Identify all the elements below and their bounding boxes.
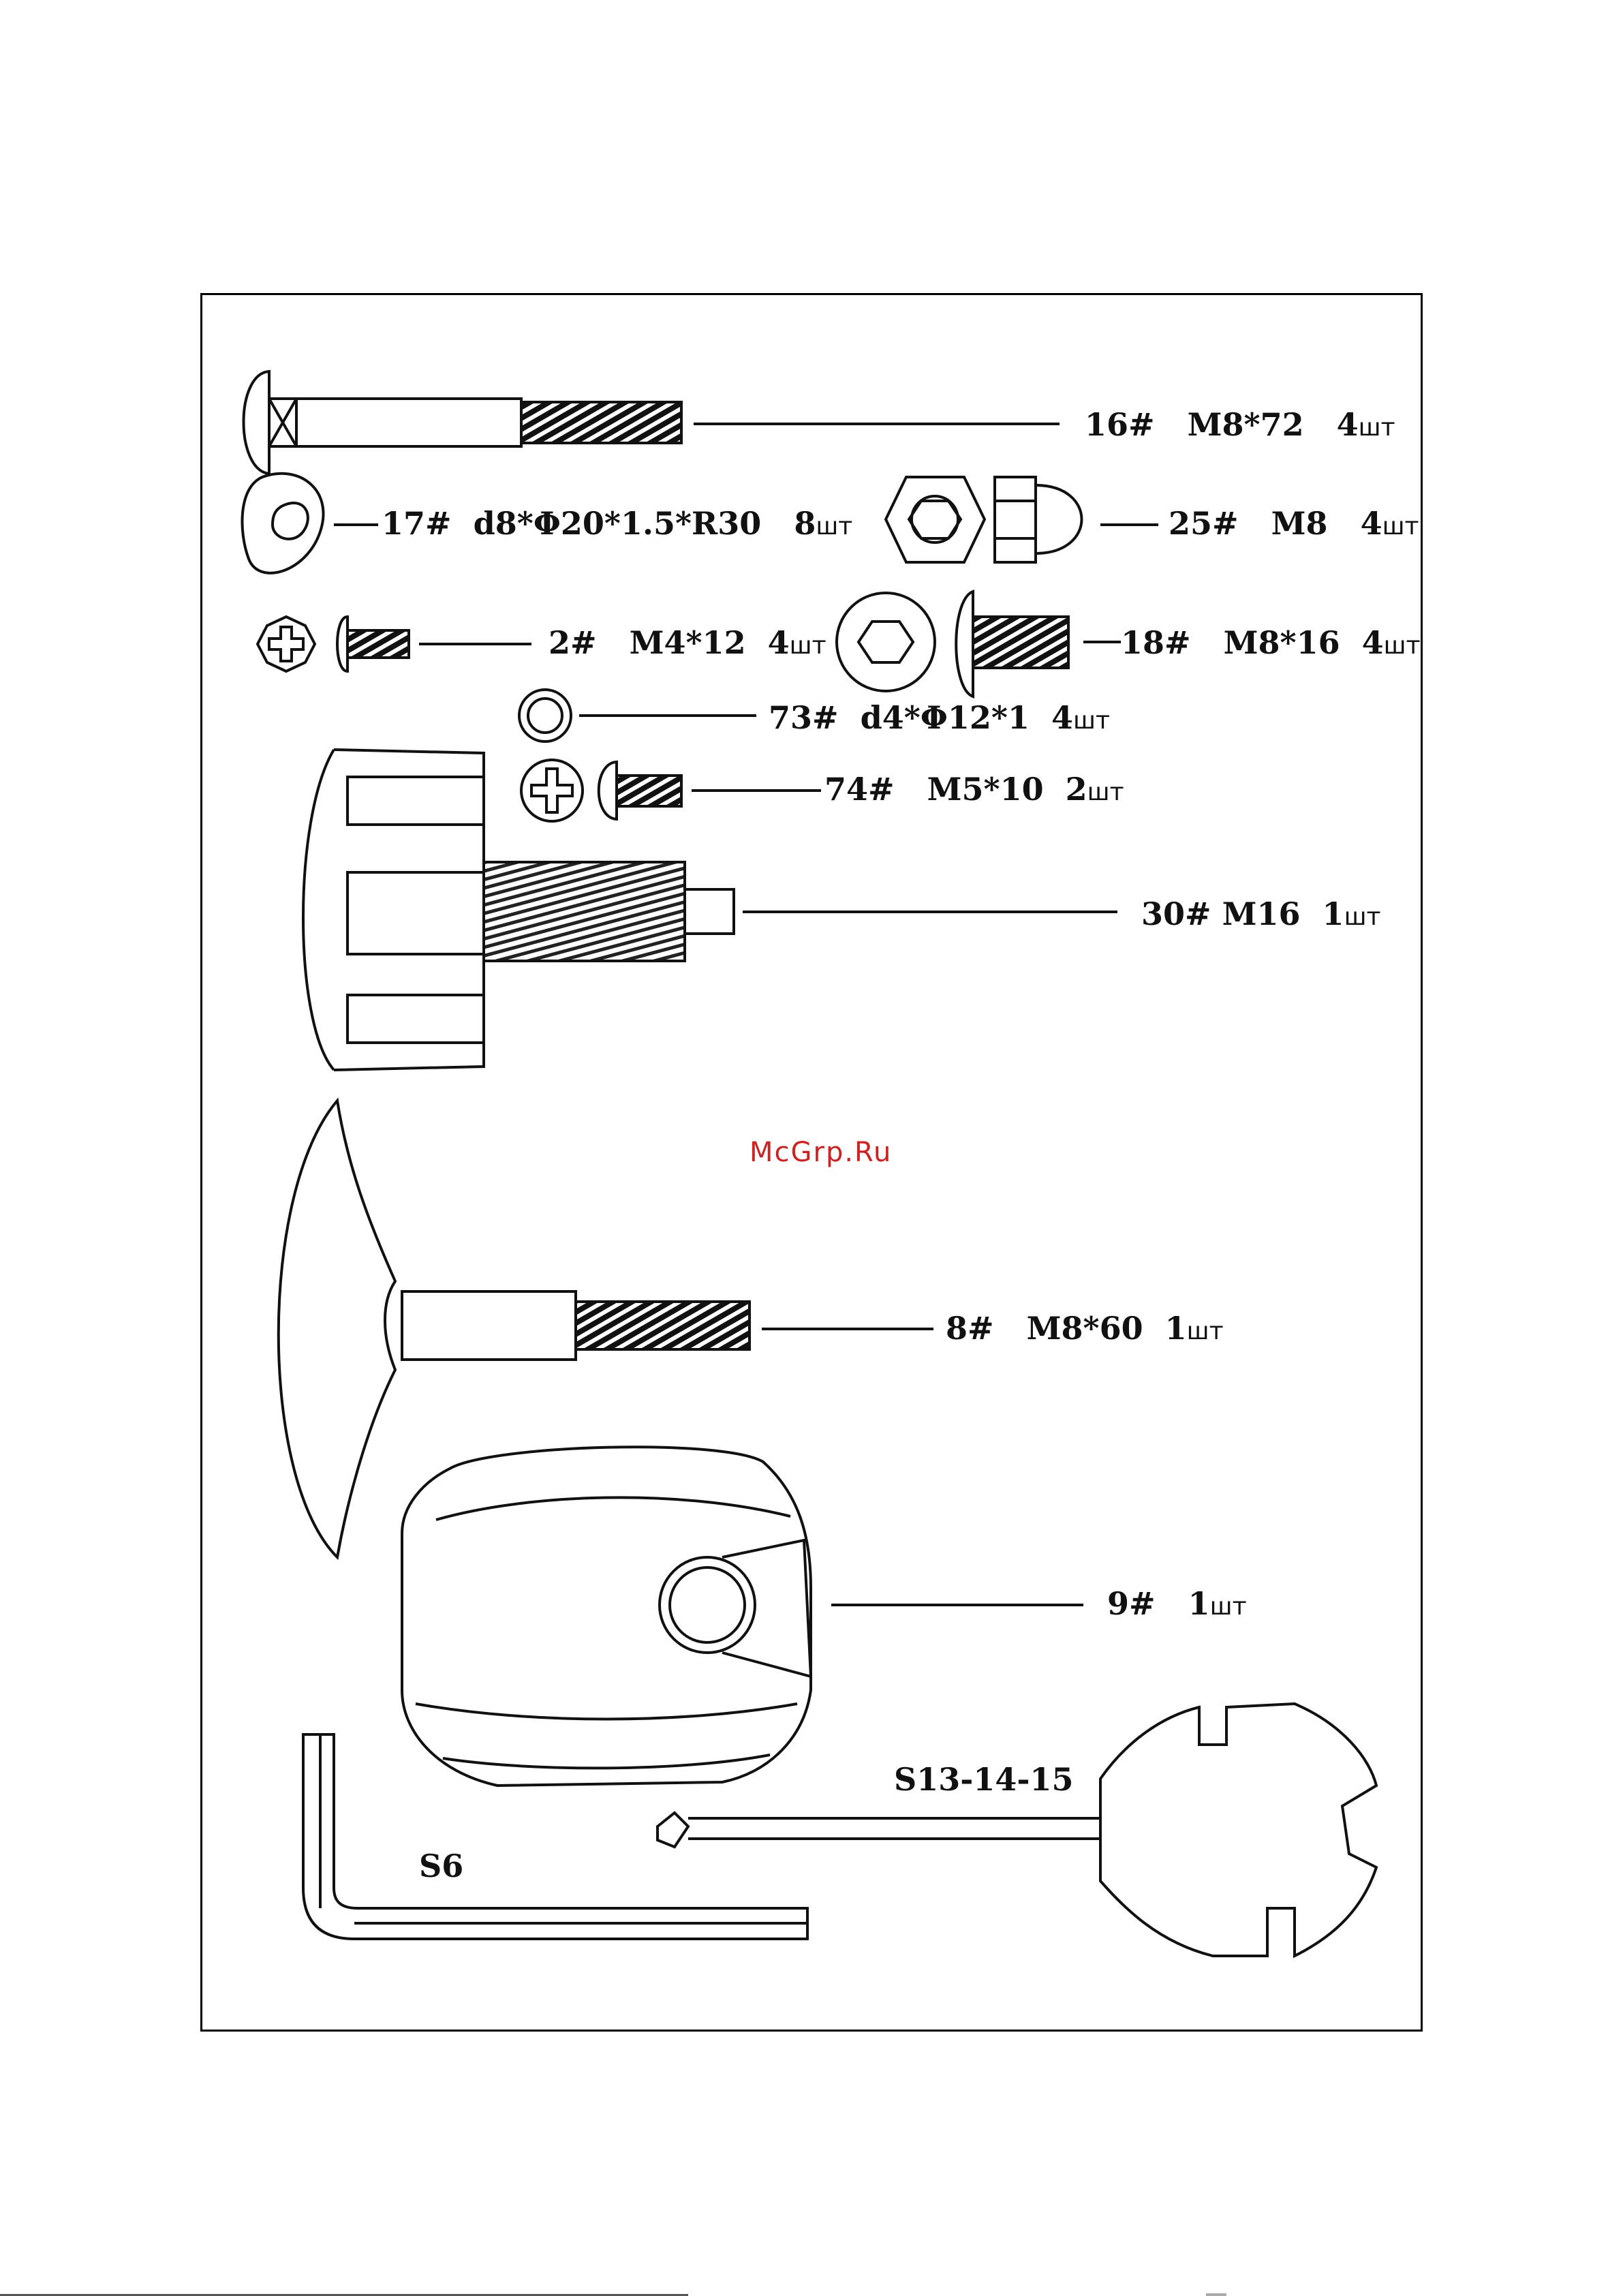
part-label-16: 16# M8*72 4шт (1085, 409, 1395, 440)
part-label-17: 17# d8*Φ20*1.5*R30 8шт (382, 508, 852, 539)
part-label-30: 30# M16 1шт (1141, 898, 1380, 930)
watermark: McGrp.Ru (749, 1137, 892, 1168)
part-label-25: 25# M8 4шт (1169, 508, 1419, 539)
carriage-bolt-16-icon (244, 371, 1060, 474)
hex-key-icon (303, 1734, 807, 1939)
washer-73-icon (519, 690, 756, 741)
part-label-8: 8# M8*60 1шт (946, 1313, 1224, 1344)
part-label-73: 73# d4*Φ12*1 4шт (769, 702, 1110, 733)
part-label-2: 2# M4*12 4шт (548, 627, 826, 658)
phillips-screw-74-icon (521, 760, 821, 821)
part-label-9: 9# 1шт (1107, 1588, 1247, 1619)
phillips-screw-2-icon (258, 617, 531, 671)
hex-nut-25-icon (886, 477, 1158, 562)
hex-key-label: S6 (419, 1850, 463, 1882)
curved-washer-17-icon (242, 474, 378, 573)
clamp-housing-9-icon (402, 1447, 1083, 1786)
part-label-74: 74# M5*10 2шт (824, 774, 1124, 805)
wrench-screwdriver-icon (658, 1704, 1376, 1956)
part-label-18: 18# M8*16 4шт (1121, 627, 1421, 658)
t-handle-bolt-8-icon (279, 1101, 933, 1557)
footer-mark (1206, 2293, 1226, 2296)
button-bolt-18-icon (837, 592, 1121, 697)
wrench-label: S13-14-15 (894, 1764, 1073, 1795)
